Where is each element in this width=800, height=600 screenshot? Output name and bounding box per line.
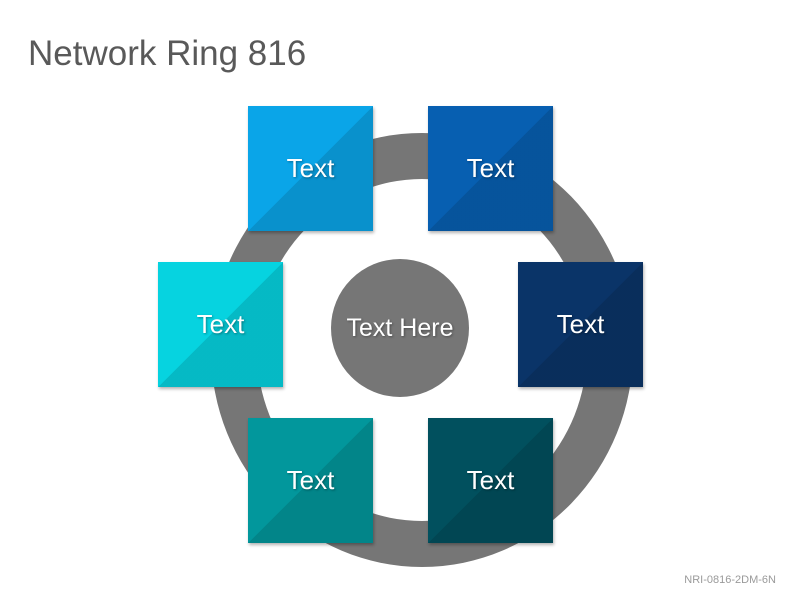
- footer-code: NRI-0816-2DM-6N: [684, 574, 776, 586]
- node-label: Text: [466, 465, 515, 495]
- node-top-left: Text: [248, 106, 373, 231]
- node-label: Text: [286, 153, 335, 183]
- node-bottom-left: Text: [248, 418, 373, 543]
- node-bottom-right: Text: [428, 418, 553, 543]
- node-label: Text: [556, 309, 605, 339]
- node-top-right: Text: [428, 106, 553, 231]
- slide-title: Network Ring 816: [28, 34, 307, 73]
- node-label: Text: [286, 465, 335, 495]
- node-label: Text: [196, 309, 245, 339]
- center-node-label: Text Here: [346, 313, 454, 342]
- node-left: Text: [158, 262, 283, 387]
- node-label: Text: [466, 153, 515, 183]
- node-right: Text: [518, 262, 643, 387]
- center-node: Text Here: [331, 259, 469, 397]
